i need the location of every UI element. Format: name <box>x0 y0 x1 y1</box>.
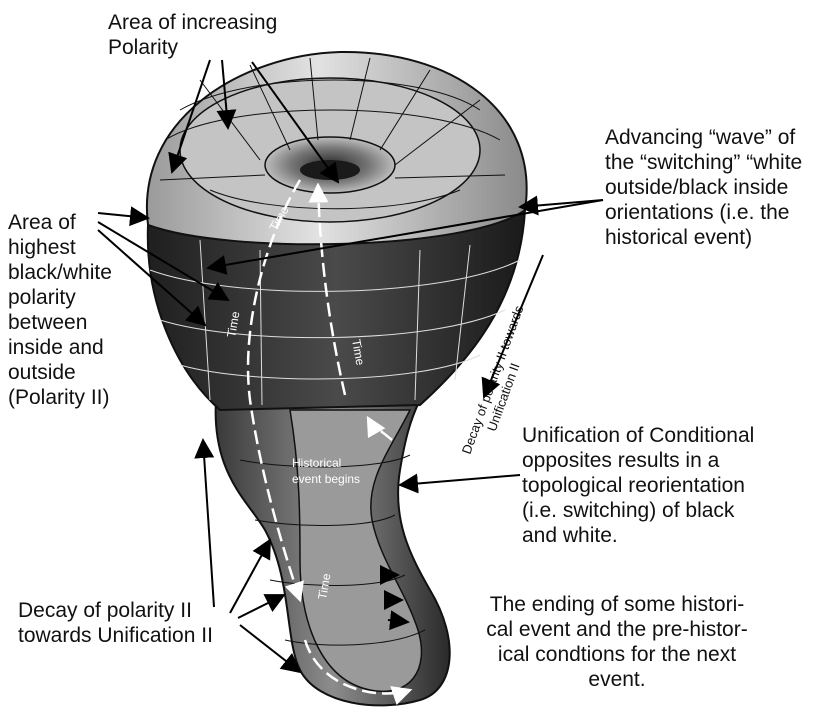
historical-event-line1: Historical <box>292 456 341 470</box>
label-increasing-polarity: Area of increasing Polarity <box>108 10 277 60</box>
label-highest-polarity: Area of highest black/white polarity bet… <box>8 210 112 410</box>
label-advancing-wave: Advancing “wave” of the “switching” “whi… <box>605 125 802 250</box>
surface-neck <box>216 380 450 705</box>
historical-event-line2: event begins <box>292 472 360 486</box>
label-decay-left: Decay of polarity II towards Unification… <box>18 598 213 648</box>
label-unification: Unification of Conditional opposites res… <box>522 423 754 548</box>
label-ending: The ending of some histori- cal event an… <box>452 592 782 692</box>
